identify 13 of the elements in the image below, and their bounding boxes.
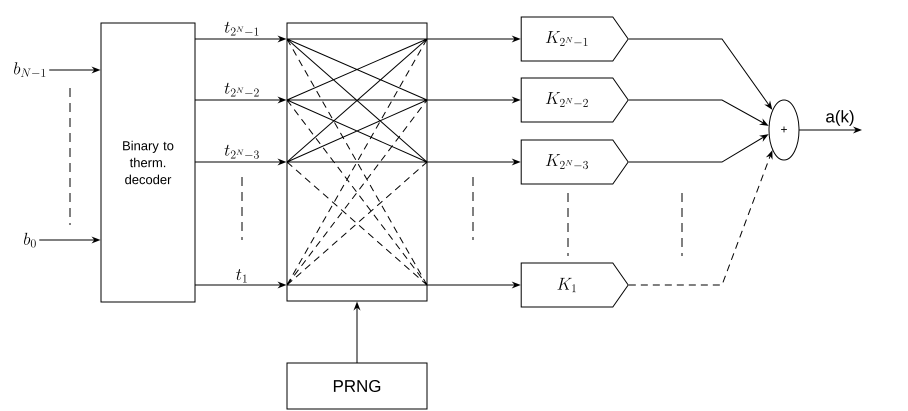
output-label: a(k): [826, 110, 854, 126]
input-label: $b_{N-1}$: [14, 62, 46, 77]
element-block: $K_{2^{N}-3}$: [520, 140, 629, 184]
edge-label: $t_{2^{N}-2}$: [224, 82, 259, 96]
element-block: $K_{2^{N}-1}$: [520, 16, 629, 62]
input-label: $b_0$: [24, 232, 36, 248]
decoder-box: Binary to therm. decoder: [100, 22, 196, 302]
element-block: $K_1$: [520, 262, 629, 308]
edge-label: $t_{2^{N}-1}$: [224, 22, 258, 36]
edge-label: $t_1$: [236, 269, 247, 282]
edge-label: $t_{2^{N}-3}$: [224, 144, 259, 159]
element-block: $K_{2^{N}-2}$: [520, 78, 629, 122]
generator-box: PRNG: [286, 362, 428, 410]
